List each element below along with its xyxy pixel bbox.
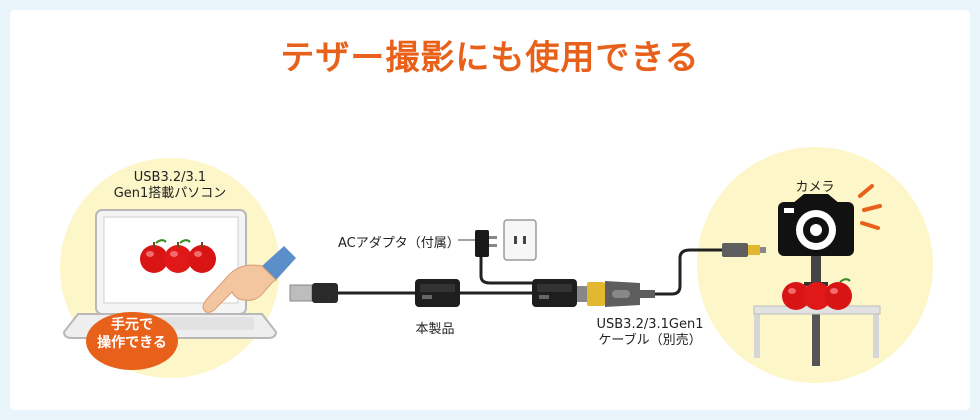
extender-box-icon xyxy=(415,279,460,307)
micro-usb-connector-icon xyxy=(722,243,766,257)
pointing-hand-icon xyxy=(202,246,296,313)
wall-outlet-icon xyxy=(503,219,537,261)
badge-line2: 操作できる xyxy=(97,335,167,351)
cable-label: USB3.2/3.1Gen1 ケーブル（別売） xyxy=(585,317,715,349)
product-label: 本製品 xyxy=(415,322,455,337)
usb-connector-gold-icon xyxy=(577,281,655,307)
pc-label-line2: Gen1搭載パソコン xyxy=(113,186,227,201)
extender-box-icon xyxy=(532,279,577,307)
pc-label-line1: USB3.2/3.1 xyxy=(133,170,207,185)
badge-line1: 手元で xyxy=(111,317,153,333)
page-title: テザー撮影にも使用できる xyxy=(280,38,700,78)
ac-adapter-label: ACアダプタ（付属） xyxy=(338,236,460,251)
cable-label-line1: USB3.2/3.1Gen1 xyxy=(596,317,704,332)
usb-plug-icon xyxy=(289,283,338,303)
cable-camera xyxy=(655,248,722,296)
apples-icon xyxy=(782,278,852,310)
cable-power xyxy=(479,257,532,285)
ac-adapter-icon xyxy=(475,230,497,257)
pc-label: USB3.2/3.1 Gen1搭載パソコン xyxy=(110,170,230,202)
camera-icon xyxy=(778,184,882,256)
remote-operation-badge: 手元で 操作できる xyxy=(86,312,178,370)
camera-label: カメラ xyxy=(795,180,835,195)
apples-icon xyxy=(140,239,216,273)
cable-label-line2: ケーブル（別売） xyxy=(598,333,702,348)
